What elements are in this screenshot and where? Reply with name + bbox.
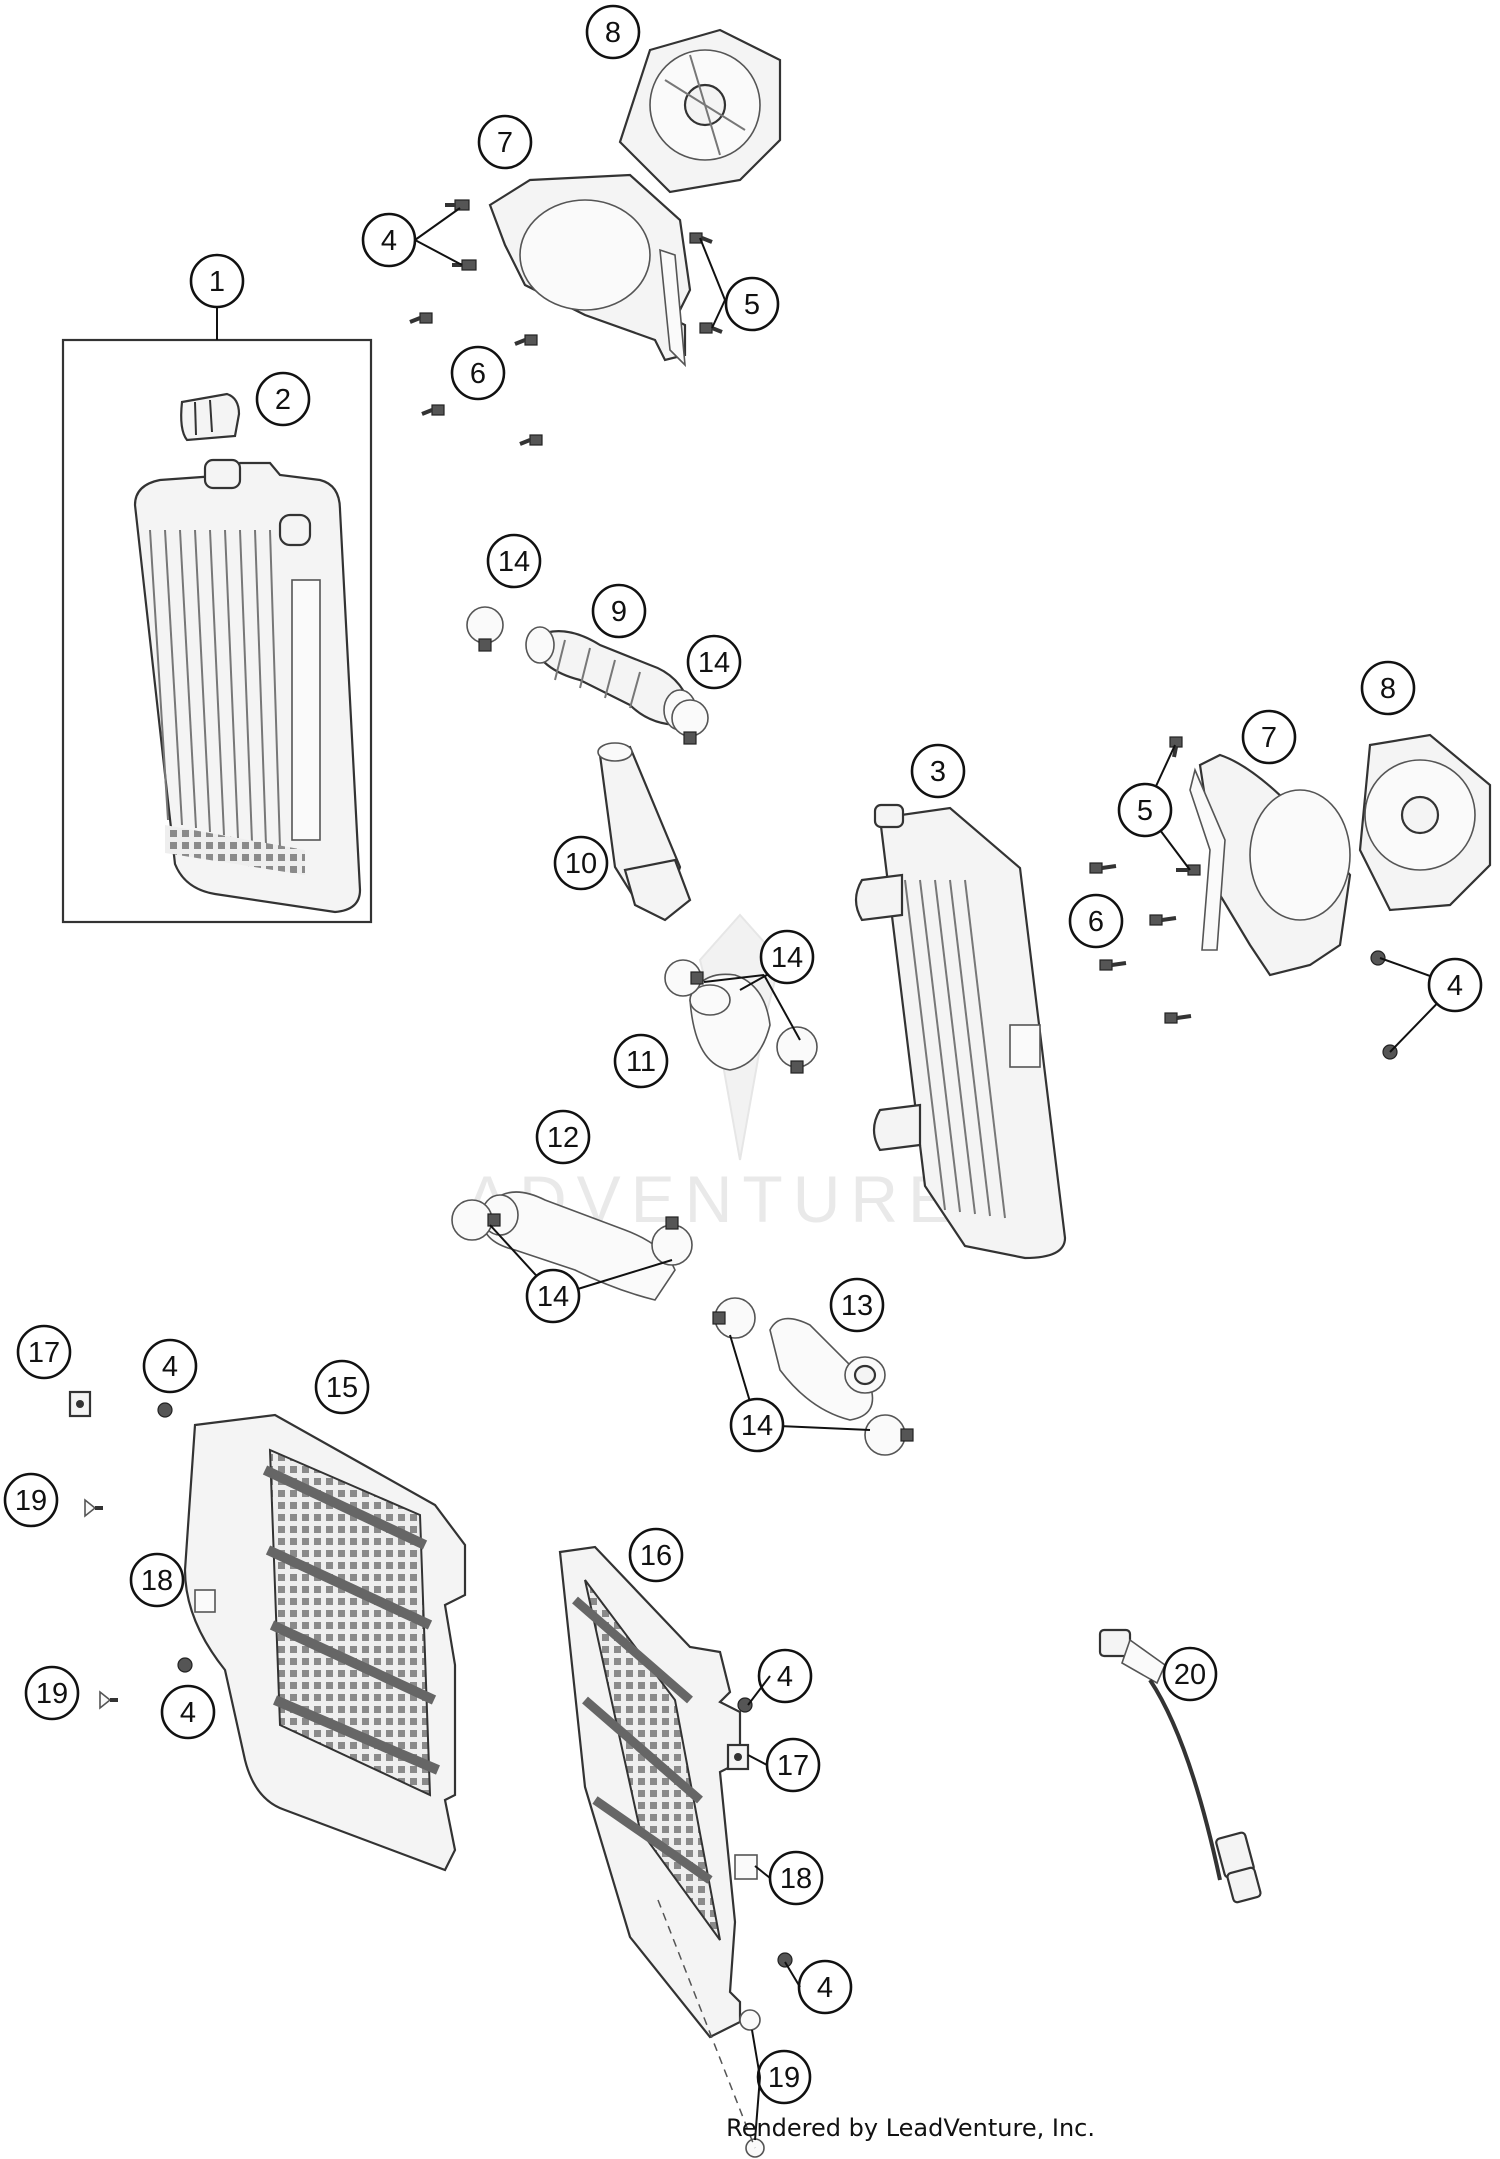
- svg-text:19: 19: [15, 1485, 47, 1517]
- svg-text:9: 9: [611, 596, 627, 628]
- callout-8-top: 8: [585, 4, 641, 60]
- right-screws: [1089, 736, 1398, 1060]
- svg-text:14: 14: [698, 647, 730, 679]
- svg-text:4: 4: [1447, 970, 1463, 1002]
- callout-4-left-a: 4: [142, 1338, 198, 1394]
- callout-16: 16: [628, 1527, 684, 1583]
- svg-text:14: 14: [771, 942, 803, 974]
- svg-text:7: 7: [1261, 722, 1277, 754]
- callout-18-right: 18: [768, 1850, 824, 1906]
- callout-1: 1: [189, 253, 245, 309]
- callout-11: 11: [613, 1033, 669, 1089]
- svg-text:17: 17: [28, 1337, 60, 1369]
- svg-text:10: 10: [565, 848, 597, 880]
- fan-right: [1358, 733, 1492, 912]
- callout-20: 20: [1162, 1646, 1218, 1702]
- watermark: ADVENTURE: [465, 913, 952, 1236]
- svg-text:17: 17: [777, 1750, 809, 1782]
- callout-8-right: 8: [1360, 660, 1416, 716]
- left-radiator-guard: [183, 1413, 467, 1872]
- hose-11: [689, 973, 771, 1071]
- svg-text:11: 11: [626, 1046, 656, 1078]
- callout-3: 3: [910, 743, 966, 799]
- svg-text:4: 4: [180, 1697, 196, 1729]
- svg-text:8: 8: [1380, 673, 1396, 705]
- right-radiator: [854, 803, 1067, 1260]
- svg-text:5: 5: [1137, 795, 1153, 827]
- callout-13: 13: [829, 1277, 885, 1333]
- svg-text:4: 4: [817, 1972, 833, 2004]
- right-radiator-guard: [558, 1545, 742, 2039]
- callout-19-right: 19: [756, 2049, 812, 2105]
- top-screws: [409, 199, 723, 446]
- svg-text:5: 5: [744, 289, 760, 321]
- callout-14-e: 14: [729, 1397, 785, 1453]
- svg-text:14: 14: [537, 1281, 569, 1313]
- callout-6-top: 6: [450, 345, 506, 401]
- svg-text:4: 4: [381, 225, 397, 257]
- svg-text:13: 13: [841, 1290, 873, 1322]
- svg-text:6: 6: [1088, 906, 1104, 938]
- svg-text:19: 19: [36, 1678, 68, 1710]
- callouts: 1 2 8 7 4 5 6 14 9 14 10 14 11 12 14 13 …: [3, 4, 1483, 2105]
- svg-text:19: 19: [768, 2062, 800, 2094]
- svg-text:14: 14: [498, 546, 530, 578]
- guard-leaders: [747, 1675, 801, 2141]
- hose-9: [525, 626, 697, 731]
- fan-top: [618, 28, 782, 194]
- callout-15: 15: [314, 1359, 370, 1415]
- callout-7-top: 7: [477, 114, 533, 170]
- callout-17-right: 17: [765, 1737, 821, 1793]
- callout-6-right: 6: [1068, 893, 1124, 949]
- svg-text:18: 18: [780, 1863, 812, 1895]
- callout-7-right: 7: [1241, 709, 1297, 765]
- svg-text:12: 12: [547, 1122, 579, 1154]
- render-credit: Rendered by LeadVenture, Inc.: [726, 2114, 1095, 2142]
- fan-shroud-top: [488, 173, 692, 368]
- svg-text:15: 15: [326, 1372, 358, 1404]
- callout-10: 10: [553, 835, 609, 891]
- hose-clamps: [451, 606, 914, 1456]
- callout-14-a: 14: [486, 533, 542, 589]
- guard-hardware: [68, 1390, 793, 2158]
- radiator-cap: [180, 392, 241, 442]
- sensor-cable: [1098, 1628, 1262, 1904]
- callout-12: 12: [535, 1109, 591, 1165]
- callout-14-c: 14: [759, 929, 815, 985]
- svg-text:4: 4: [777, 1661, 793, 1693]
- svg-text:2: 2: [275, 384, 291, 416]
- callout-19-left-a: 19: [3, 1472, 59, 1528]
- svg-text:6: 6: [470, 358, 486, 390]
- hose-10: [597, 742, 692, 922]
- hose-13: [769, 1317, 886, 1421]
- callout-9: 9: [591, 583, 647, 639]
- callout-4-right-a: 4: [757, 1648, 813, 1704]
- callout-18-left: 18: [129, 1552, 185, 1608]
- svg-text:3: 3: [930, 756, 946, 788]
- left-radiator: [133, 458, 362, 914]
- callout-14-d: 14: [525, 1268, 581, 1324]
- svg-text:16: 16: [640, 1540, 672, 1572]
- svg-text:7: 7: [497, 127, 513, 159]
- callout-4-right: 4: [1427, 957, 1483, 1013]
- svg-text:18: 18: [141, 1565, 173, 1597]
- callout-17-left: 17: [16, 1324, 72, 1380]
- callout-5-right: 5: [1117, 782, 1173, 838]
- callout-4-top: 4: [361, 212, 417, 268]
- callout-4-right-b: 4: [797, 1959, 853, 2015]
- callout-4-left-b: 4: [160, 1684, 216, 1740]
- callout-14-b: 14: [686, 634, 742, 690]
- fan-shroud-right: [1189, 753, 1352, 977]
- callout-5-top: 5: [724, 276, 780, 332]
- svg-text:1: 1: [209, 266, 225, 298]
- svg-text:4: 4: [162, 1351, 178, 1383]
- svg-text:8: 8: [605, 17, 621, 49]
- svg-text:14: 14: [741, 1410, 773, 1442]
- svg-text:20: 20: [1174, 1659, 1206, 1691]
- callout-19-left-b: 19: [24, 1665, 80, 1721]
- callout-2: 2: [255, 371, 311, 427]
